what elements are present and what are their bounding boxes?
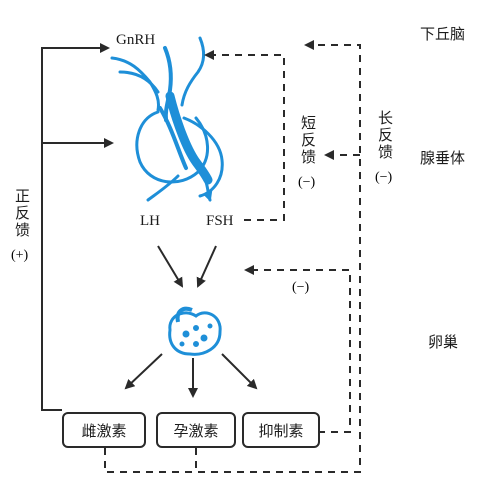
estrogen-label: 雌激素 [81,421,127,440]
hypothalamus-label: 下丘脑 [420,25,466,43]
short-feedback-line [204,50,285,221]
lh-outflow [146,174,180,202]
lh-label: LH [140,213,160,229]
gnrh-label: GnRH [116,32,156,48]
long-feedback-label: 长反馈 [376,110,394,161]
inhibin-feedback-line [244,265,351,433]
fallopian-tube [175,306,193,323]
inhibin-arrow [221,353,258,390]
positive-feedback-label: 正反馈 [13,188,31,239]
hypothalamus-stalk-right [118,70,160,94]
long-feedback-line [104,40,361,473]
long-feedback-sign: (−) [375,170,393,185]
short-feedback-sign: (−) [298,175,316,190]
ovary-icon [168,306,222,356]
fsh-arrow [196,245,217,288]
pituitary-illustration [110,36,224,202]
fsh-outflow [202,180,213,202]
posterior-lobe [182,116,224,198]
positive-feedback-sign: (+) [11,248,29,263]
progesterone-box: 孕激素 [156,412,236,448]
short-feedback-label: 短反馈 [299,115,317,166]
lh-arrow [157,245,184,288]
progesterone-label: 孕激素 [173,421,219,440]
fsh-label: FSH [206,213,234,229]
ovary-body [168,311,222,356]
positive-feedback-line [41,43,110,411]
estrogen-box: 雌激素 [62,412,146,448]
estrogen-arrow [124,353,163,390]
pituitary-label: 腺垂体 [420,149,466,167]
right-vessel [180,36,205,107]
inhibin-box: 抑制素 [242,412,320,448]
anterior-lobe [135,110,210,184]
infundibulum [163,46,173,122]
portal-branch [158,106,188,170]
ovary-label: 卵巢 [428,333,459,351]
inhibin-label: 抑制素 [258,421,304,440]
inhibin-feedback-sign: (−) [292,280,310,295]
portal-vessel [165,91,213,185]
